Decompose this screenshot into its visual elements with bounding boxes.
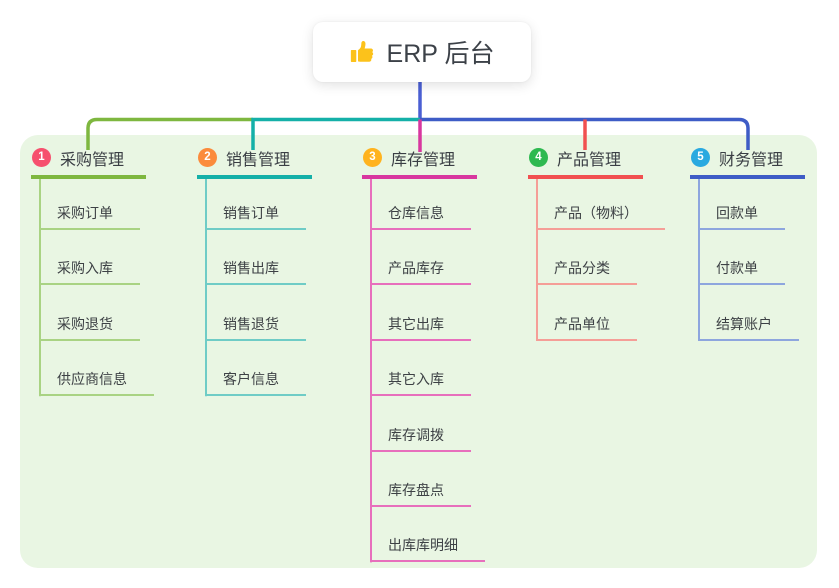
child-node[interactable]: 销售出库 — [205, 254, 306, 286]
branch-number-badge: 3 — [363, 148, 382, 167]
child-node[interactable]: 销售订单 — [205, 199, 306, 230]
child-node[interactable]: 回款单 — [698, 199, 785, 230]
child-node[interactable]: 出库库明细 — [370, 531, 485, 563]
child-node[interactable]: 其它出库 — [370, 310, 471, 341]
branch-number-badge: 5 — [691, 148, 710, 167]
child-node[interactable]: 仓库信息 — [370, 199, 471, 230]
branch-node-3[interactable]: 3 库存管理 — [362, 146, 477, 179]
child-node[interactable]: 客户信息 — [205, 365, 306, 397]
branch-number-badge: 2 — [198, 148, 217, 167]
child-node[interactable]: 销售退货 — [205, 310, 306, 341]
branch-node-4[interactable]: 4 产品管理 — [528, 146, 643, 179]
thumbs-up-icon — [350, 40, 373, 62]
branch-node-1[interactable]: 1 采购管理 — [31, 146, 146, 179]
branch-node-2[interactable]: 2 销售管理 — [197, 146, 312, 179]
branch-label: 库存管理 — [391, 151, 456, 169]
child-node[interactable]: 付款单 — [698, 254, 785, 286]
child-node[interactable]: 库存调拨 — [370, 421, 471, 452]
child-node[interactable]: 采购退货 — [39, 310, 140, 341]
child-node[interactable]: 采购订单 — [39, 199, 140, 230]
child-node[interactable]: 库存盘点 — [370, 476, 471, 507]
branch-label: 采购管理 — [60, 151, 125, 169]
child-node[interactable]: 结算账户 — [698, 310, 799, 341]
branch-label: 财务管理 — [719, 151, 784, 169]
branch-number-badge: 1 — [32, 148, 51, 167]
child-node[interactable]: 产品分类 — [536, 254, 637, 286]
root-title: ERP 后台 — [386, 40, 495, 68]
mindmap-background-panel — [20, 135, 817, 568]
child-node[interactable]: 采购入库 — [39, 254, 140, 286]
child-node[interactable]: 产品库存 — [370, 254, 471, 286]
branch-number-badge: 4 — [529, 148, 548, 167]
branch-label: 产品管理 — [557, 151, 622, 169]
child-node[interactable]: 其它入库 — [370, 365, 471, 397]
child-node[interactable]: 供应商信息 — [39, 365, 154, 397]
branch-label: 销售管理 — [226, 151, 291, 169]
child-node[interactable]: 产品（物料） — [536, 199, 665, 230]
child-node[interactable]: 产品单位 — [536, 310, 637, 341]
root-node[interactable]: ERP 后台 — [313, 22, 531, 82]
branch-node-5[interactable]: 5 财务管理 — [690, 146, 805, 179]
